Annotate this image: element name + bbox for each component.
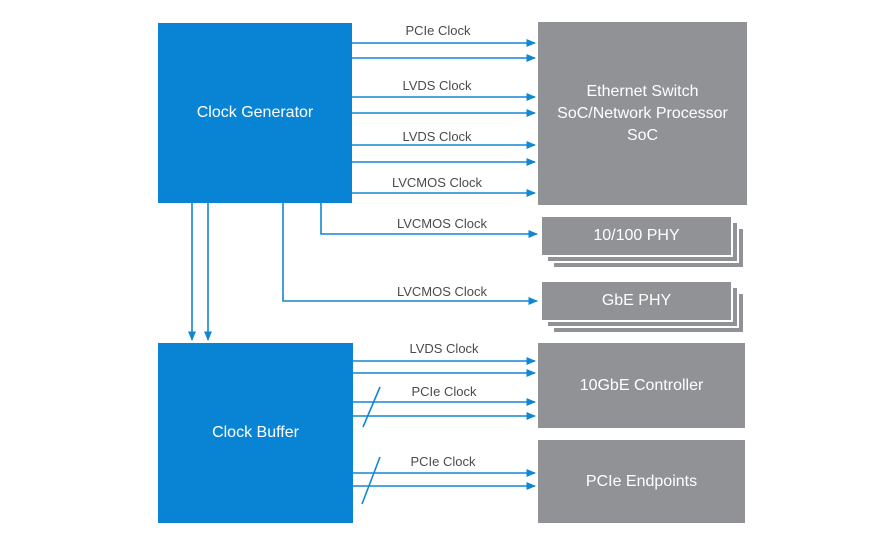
arrow-group-pcie-clock-endpoints xyxy=(353,456,536,505)
bus-width-slash-icon xyxy=(361,456,381,505)
arrow-group-lvcmos-clock-gbe-phy xyxy=(282,203,538,305)
connection-label-lvcmos-clock-ethernet: LVCMOS Clock xyxy=(391,175,483,190)
node-clock-generator: Clock Generator xyxy=(158,23,352,203)
node-ethernet-switch-soc: Ethernet Switch SoC/Network Processor So… xyxy=(538,22,747,205)
arrow-group-pcie-clock-ethernet xyxy=(352,39,536,62)
node-clock-buffer: Clock Buffer xyxy=(158,343,353,523)
connection-label-pcie-clock-endpoints: PCIe Clock xyxy=(410,454,476,469)
node-ethernet-switch-soc-label: Ethernet Switch SoC/Network Processor So… xyxy=(557,82,728,144)
node-pcie-endpoints-label: PCIe Endpoints xyxy=(585,472,698,490)
connection-label-lvcmos-clock-10-100-phy: LVCMOS Clock xyxy=(396,216,488,231)
arrow-group-lvds-clock-2-ethernet xyxy=(352,141,536,166)
arrow-group-pcie-clock-10gbe xyxy=(353,386,536,428)
arrow-group-lvds-clock-10gbe xyxy=(353,357,536,377)
node-gbe-phy: GbE PHY xyxy=(540,280,733,322)
node-10-100-phy: 10/100 PHY xyxy=(540,215,733,257)
node-10gbe-controller-label: 10GbE Controller xyxy=(579,376,704,394)
node-clock-buffer-label: Clock Buffer xyxy=(212,424,299,441)
arrow-group-lvds-clock-1-ethernet xyxy=(352,93,536,117)
node-10gbe-controller: 10GbE Controller xyxy=(538,343,745,428)
connection-label-lvds-clock-1-ethernet: LVDS Clock xyxy=(402,78,472,93)
arrow-group-lvcmos-clock-10-100-phy xyxy=(320,203,538,238)
connection-label-pcie-clock-10gbe: PCIe Clock xyxy=(411,384,477,399)
connection-label-lvds-clock-10gbe: LVDS Clock xyxy=(409,341,479,356)
arrow-group-generator-to-buffer xyxy=(188,203,212,341)
connection-label-lvcmos-clock-gbe-phy: LVCMOS Clock xyxy=(396,284,488,299)
node-gbe-phy-label: GbE PHY xyxy=(601,292,672,309)
connection-label-pcie-clock-ethernet: PCIe Clock xyxy=(405,23,471,38)
node-clock-generator-label: Clock Generator xyxy=(196,104,314,121)
bus-width-slash-icon xyxy=(362,386,381,428)
connection-label-lvds-clock-2-ethernet: LVDS Clock xyxy=(402,129,472,144)
node-10-100-phy-label: 10/100 PHY xyxy=(593,227,680,244)
node-pcie-endpoints: PCIe Endpoints xyxy=(538,440,745,523)
